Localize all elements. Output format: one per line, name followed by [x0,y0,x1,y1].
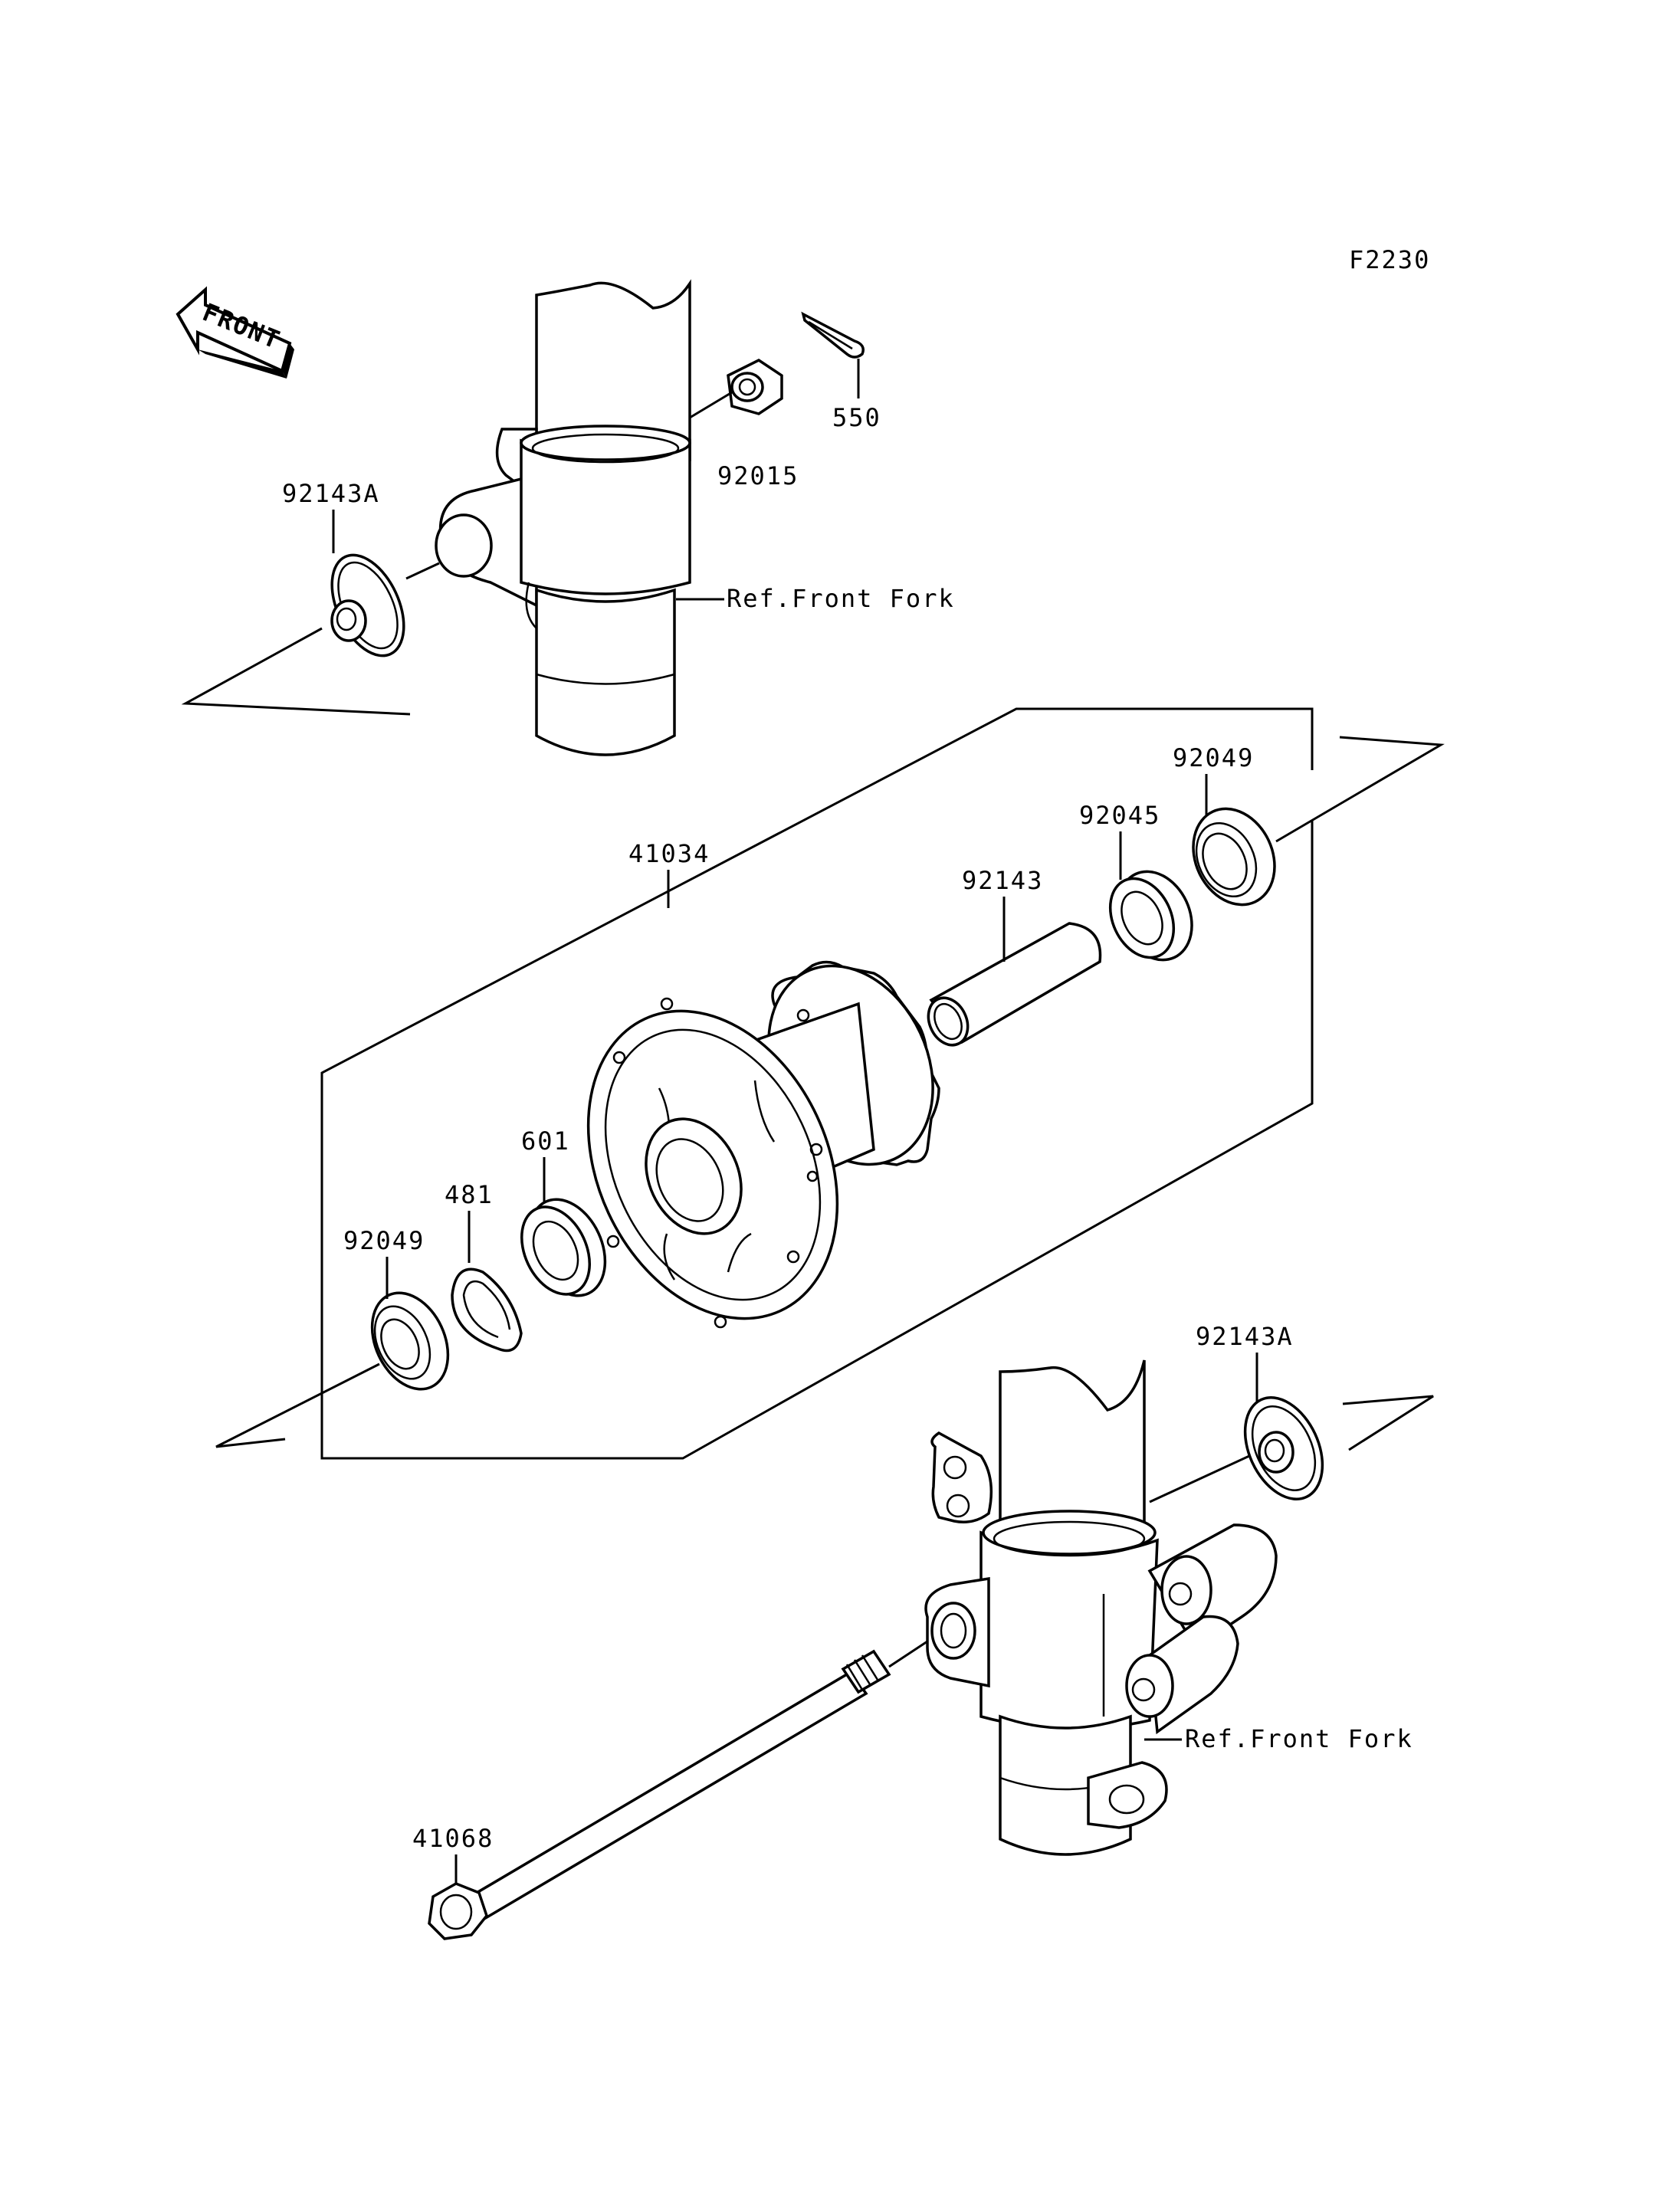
part-label-92015: 92015 [717,461,799,490]
spacer-92143A-top [330,553,405,657]
part-label-92049-right: 92049 [1173,743,1254,772]
bearing-92045 [1108,870,1193,962]
part-label-41068: 41068 [412,1824,494,1853]
washer-92015 [727,358,783,415]
ref-front-fork-bottom: Ref.Front Fork [1185,1724,1413,1753]
part-label-41034: 41034 [628,839,710,868]
part-label-601: 601 [521,1126,570,1156]
part-label-92143A-bottom: 92143A [1196,1322,1294,1351]
cotter-pin-550 [801,311,865,359]
ref-front-fork-top: Ref.Front Fork [727,584,955,613]
bearing-601 [520,1198,607,1297]
seal-92049-right [1192,807,1276,907]
axle-41068 [428,1649,891,1940]
spacer-92143A-bottom [1243,1396,1324,1500]
seal-92049-left [370,1291,450,1391]
part-label-550: 550 [832,403,881,432]
diagram-code: F2230 [1349,245,1430,274]
circlip-481 [451,1267,523,1353]
part-label-92045: 92045 [1079,801,1160,830]
bottom-front-fork [924,1359,1278,1856]
part-label-92049-left: 92049 [343,1226,425,1255]
part-label-481: 481 [445,1180,494,1209]
part-label-92143: 92143 [962,866,1043,895]
collar-92143 [927,922,1102,1047]
top-front-fork [435,279,691,756]
part-label-92143A-top: 92143A [282,479,380,508]
front-arrow-icon: FRONT [176,286,294,379]
wheel-hub-41034 [586,960,940,1329]
